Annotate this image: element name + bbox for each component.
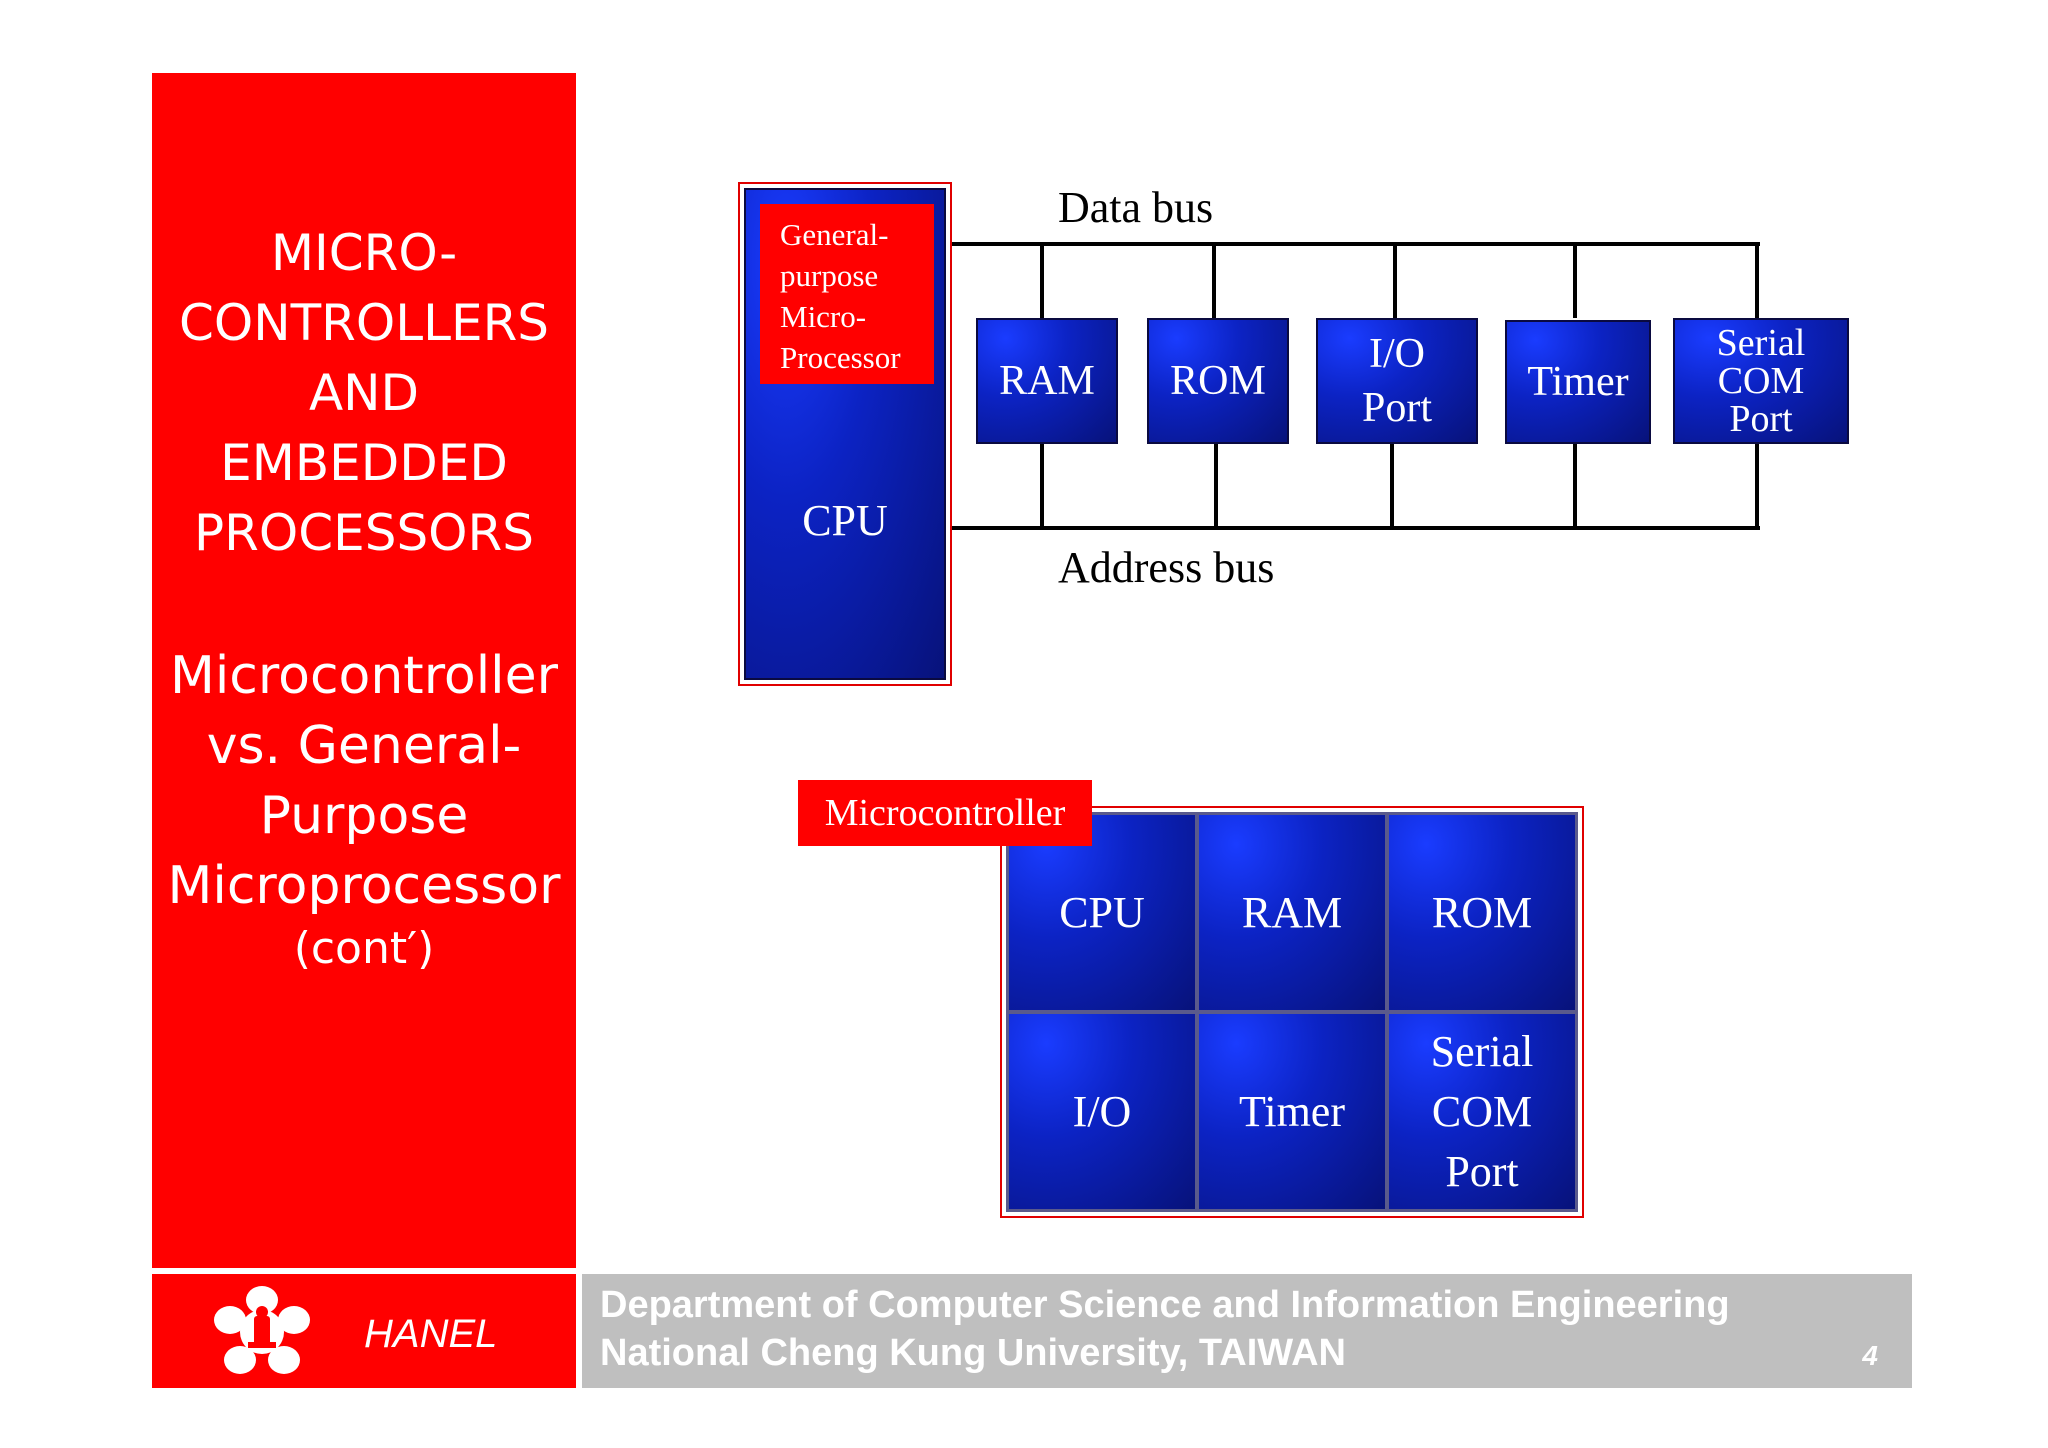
footer-university: National Cheng Kung University, TAIWAN bbox=[600, 1332, 1346, 1374]
cpu-inner-line: Micro- bbox=[780, 299, 867, 334]
rom-block: ROM bbox=[1147, 318, 1289, 444]
mc-cell-ram: RAM bbox=[1199, 815, 1385, 1010]
io-port-label-line: Port bbox=[1361, 385, 1432, 431]
sidebar-subtitle-suffix: (cont′) bbox=[293, 923, 435, 974]
serial-com-port-block: Serial COM Port bbox=[1673, 318, 1849, 444]
mc-cell-label: RAM bbox=[1241, 887, 1343, 937]
sidebar-subtitle-line: Microcontroller bbox=[169, 646, 559, 706]
rom-label: ROM bbox=[1170, 358, 1266, 404]
timer-block: Timer bbox=[1505, 320, 1651, 444]
hanel-brand: HANEL bbox=[364, 1312, 498, 1356]
university-logo-icon bbox=[214, 1286, 310, 1374]
mc-cell-label-line: COM bbox=[1431, 1086, 1533, 1136]
sidebar-title-line: EMBEDDED bbox=[220, 434, 508, 492]
sidebar-title: MICRO- CONTROLLERS AND EMBEDDED PROCESSO… bbox=[152, 218, 576, 568]
sidebar-subtitle: Microcontroller vs. General- Purpose Mic… bbox=[152, 641, 576, 977]
cpu-inner-line: General- bbox=[780, 217, 889, 252]
microcontroller-grid: CPU RAM ROM I/O Timer Serial COM Port bbox=[1006, 812, 1578, 1212]
timer-label: Timer bbox=[1527, 359, 1629, 405]
mc-cell-label-line: Serial bbox=[1430, 1026, 1534, 1076]
page-number: 4 bbox=[1862, 1340, 1878, 1371]
sidebar-subtitle-line: Microprocessor bbox=[167, 856, 561, 916]
data-bus-label: Data bus bbox=[1058, 183, 1214, 232]
ram-label: RAM bbox=[999, 358, 1095, 404]
sidebar: MICRO- CONTROLLERS AND EMBEDDED PROCESSO… bbox=[152, 73, 576, 1268]
serial-com-port-label-line: Port bbox=[1729, 398, 1793, 440]
cpu-label: CPU bbox=[802, 496, 888, 545]
mc-cell-label-line: Port bbox=[1445, 1146, 1519, 1196]
sidebar-subtitle-line: Purpose bbox=[259, 786, 469, 846]
mc-cell-label: ROM bbox=[1431, 887, 1533, 937]
footer-brand-area: HANEL bbox=[152, 1274, 576, 1388]
general-purpose-processor-label: General- purpose Micro- Processor bbox=[760, 204, 934, 384]
microcontroller-tag: Microcontroller bbox=[798, 780, 1092, 846]
address-bus-label: Address bus bbox=[1058, 543, 1275, 592]
mc-cell-serial-com-port: Serial COM Port bbox=[1389, 1014, 1575, 1209]
io-port-label-line: I/O bbox=[1369, 331, 1425, 377]
cpu-inner-line: Processor bbox=[780, 340, 901, 375]
mc-cell-cpu: CPU bbox=[1009, 815, 1195, 1010]
footer-department: Department of Computer Science and Infor… bbox=[600, 1284, 1730, 1326]
sidebar-title-line: MICRO- bbox=[270, 224, 458, 282]
footer-info-bar: Department of Computer Science and Infor… bbox=[582, 1274, 1912, 1388]
serial-com-port-label-line: Serial bbox=[1716, 322, 1806, 364]
sidebar-title-line: CONTROLLERS bbox=[178, 294, 550, 352]
ram-block: RAM bbox=[976, 318, 1118, 444]
mc-cell-rom: ROM bbox=[1389, 815, 1575, 1010]
sidebar-title-line: AND bbox=[308, 364, 420, 422]
mc-cell-label: I/O bbox=[1072, 1086, 1132, 1136]
mc-cell-io: I/O bbox=[1009, 1014, 1195, 1209]
sidebar-title-line: PROCESSORS bbox=[193, 504, 535, 562]
sidebar-subtitle-line: vs. General- bbox=[206, 716, 522, 776]
io-port-block: I/O Port bbox=[1316, 318, 1478, 444]
mc-cell-label: Timer bbox=[1239, 1086, 1345, 1136]
mc-cell-timer: Timer bbox=[1199, 1014, 1385, 1209]
serial-com-port-label-line: COM bbox=[1717, 360, 1805, 402]
mc-cell-label: CPU bbox=[1059, 887, 1145, 937]
cpu-inner-line: purpose bbox=[780, 258, 879, 293]
